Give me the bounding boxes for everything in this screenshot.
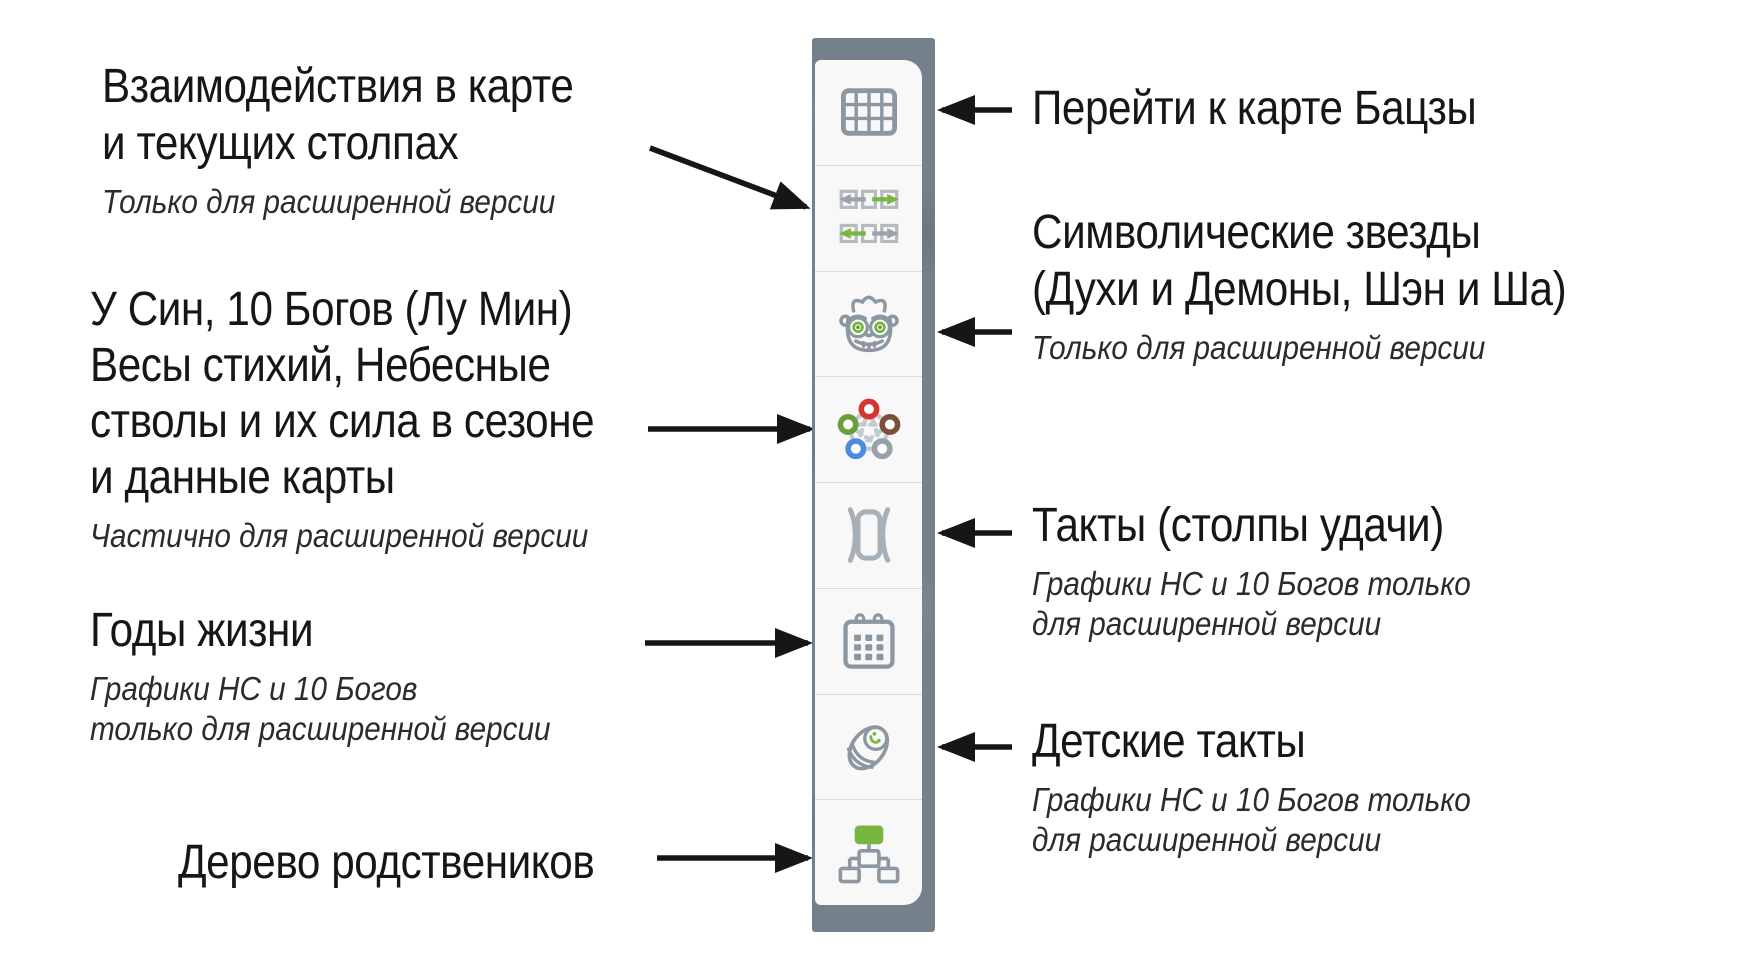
five-elements-graph-icon <box>837 398 900 459</box>
bazi-table-icon <box>840 88 897 137</box>
annotation-title: Перейти к карте Бацзы <box>1032 82 1477 135</box>
annotation-title: Детские такты <box>1032 715 1306 768</box>
annotation-child-pillars: Детские такты Графики НС и 10 Богов толь… <box>1032 713 1520 860</box>
annotation-luck-pillars: Такты (столпы удачи) Графики НС и 10 Бог… <box>1032 497 1520 644</box>
annotation-title: Такты (столпы удачи) <box>1032 499 1444 552</box>
annotation-title: У Син, 10 Богов (Лу Мин) Весы стихий, Не… <box>90 283 595 504</box>
annotation-note: Графики НС и 10 Богов только для расшире… <box>1032 781 1471 858</box>
luck-pillars-icon <box>847 507 890 564</box>
annotation-note: Только для расширенной версии <box>102 183 556 220</box>
annotation-bazi-table: Перейти к карте Бацзы <box>1032 80 1537 137</box>
arrow-interactions <box>649 145 811 210</box>
interactions-icon <box>838 189 899 244</box>
annotation-symbolic-stars: Символические звезды (Духи и Демоны, Шэн… <box>1032 204 1639 368</box>
toolbar-button-life-years[interactable] <box>815 589 922 695</box>
annotation-title: Символические звезды (Духи и Демоны, Шэн… <box>1032 206 1567 316</box>
symbolic-stars-mask-icon <box>838 295 899 353</box>
annotation-title: Взаимодействия в карте и текущих столпах <box>102 60 574 170</box>
relatives-tree-icon <box>838 825 899 884</box>
life-years-calendar-icon <box>842 613 895 669</box>
annotation-interactions: Взаимодействия в карте и текущих столпах… <box>102 58 638 222</box>
toolbar-button-interactions[interactable] <box>815 166 922 272</box>
annotation-note: Графики НС и 10 Богов только для расшире… <box>1032 565 1471 642</box>
annotation-life-years: Годы жизни Графики НС и 10 Богов только … <box>90 602 602 749</box>
toolbar-button-bazi-table[interactable] <box>815 60 922 166</box>
annotation-title: Годы жизни <box>90 604 314 657</box>
annotation-note: Только для расширенной версии <box>1032 329 1486 366</box>
annotation-note: Частично для расширенной версии <box>90 517 589 554</box>
toolbar-button-relatives-tree[interactable] <box>815 800 922 905</box>
toolbar <box>815 60 922 905</box>
annotation-relatives-tree: Дерево родствеников <box>178 834 651 891</box>
toolbar-button-child-pillars[interactable] <box>815 695 922 801</box>
child-pillars-baby-icon <box>846 725 889 771</box>
toolbar-button-symbolic-stars[interactable] <box>815 272 922 378</box>
toolbar-button-five-elements[interactable] <box>815 377 922 483</box>
annotation-five-elements: У Син, 10 Богов (Лу Мин) Весы стихий, Не… <box>90 282 663 556</box>
annotation-title: Дерево родствеников <box>178 836 595 889</box>
toolbar-button-luck-pillars[interactable] <box>815 483 922 589</box>
annotation-note: Графики НС и 10 Богов только для расшире… <box>90 670 551 747</box>
